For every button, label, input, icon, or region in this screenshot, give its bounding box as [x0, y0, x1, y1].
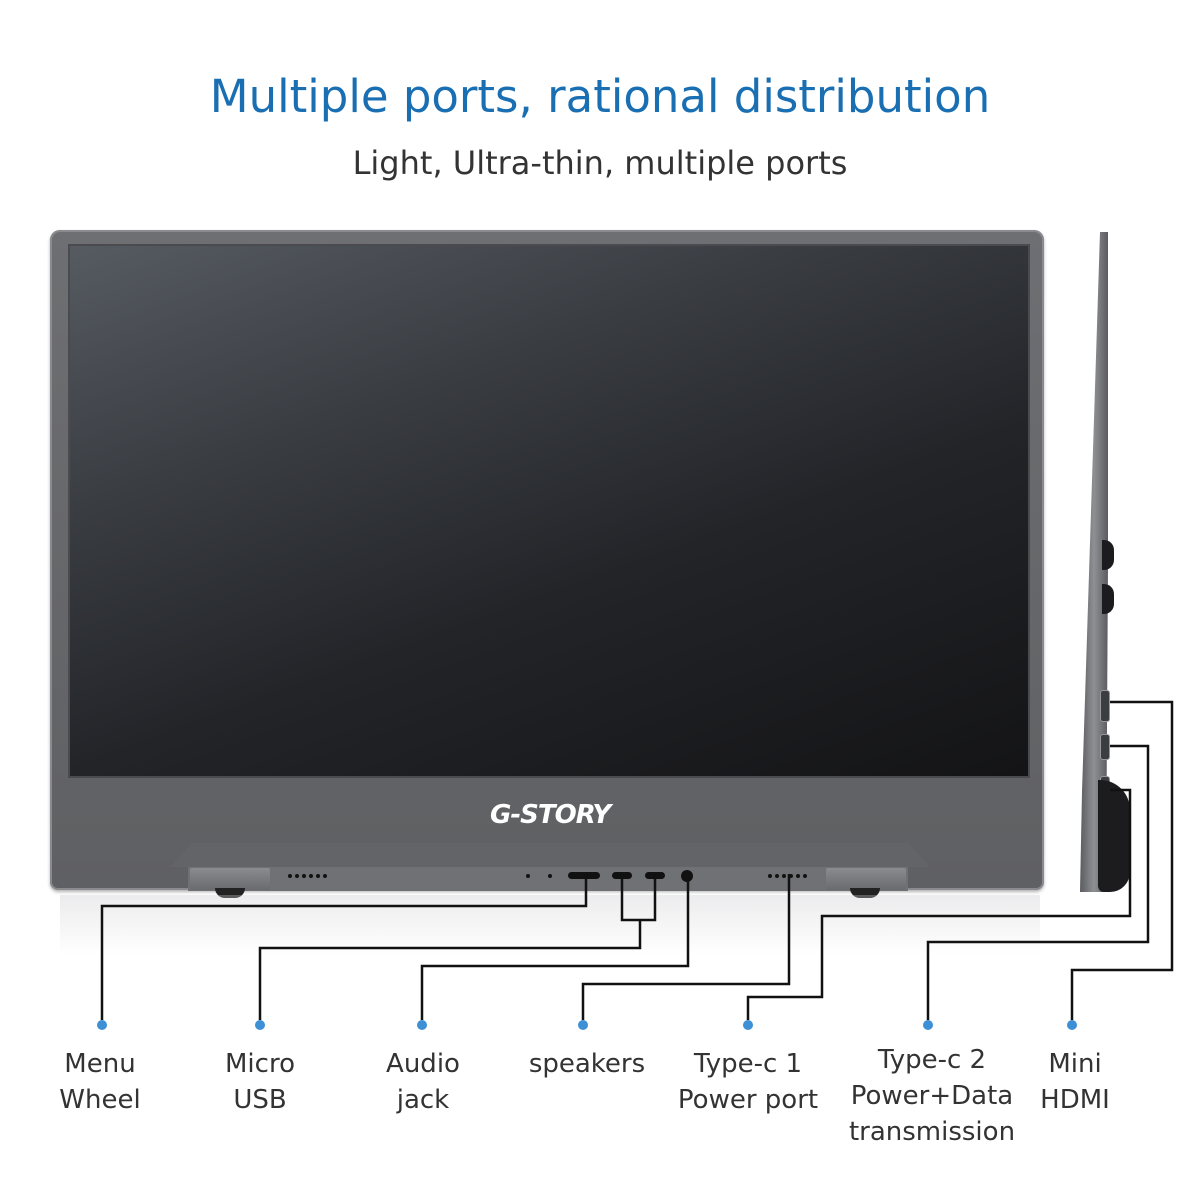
label-line: Audio	[386, 1049, 460, 1079]
indicator-light-icon	[526, 874, 530, 878]
callout-dot	[578, 1020, 588, 1030]
callout-dot	[743, 1020, 753, 1030]
label-line: Type-c 1	[693, 1049, 803, 1079]
right-speaker-grill-icon	[768, 874, 807, 880]
side-knob-icon	[1102, 584, 1114, 614]
callout-dot	[1067, 1020, 1077, 1030]
left-foot	[190, 868, 270, 890]
monitor-side-view	[1080, 232, 1130, 894]
label-line: transmission	[848, 1117, 1016, 1147]
callout-label-mini-hdmi: Mini HDMI	[975, 1046, 1175, 1118]
brand-logo: G-STORY	[490, 800, 611, 830]
callout-dot	[97, 1020, 107, 1030]
page-subtitle: Light, Ultra-thin, multiple ports	[352, 144, 848, 182]
label-line: Mini	[1048, 1049, 1102, 1079]
right-foot-pad	[850, 888, 880, 898]
menu-wheel-port-icon	[568, 872, 600, 879]
label-line: HDMI	[1040, 1085, 1110, 1115]
callout-label-type-c-2: Type-c 2 Power+Data transmission	[832, 1042, 1032, 1150]
callout-dot	[923, 1020, 933, 1030]
label-line: USB	[233, 1085, 287, 1115]
type-c-2-port-icon	[1100, 734, 1110, 760]
side-knob-icon	[1102, 540, 1114, 570]
callout-dot	[255, 1020, 265, 1030]
callout-dot	[417, 1020, 427, 1030]
left-speaker-grill-icon	[288, 874, 327, 880]
monitor-screen	[68, 244, 1030, 778]
left-foot-pad	[215, 888, 245, 898]
callout-label-micro-usb: Micro USB	[160, 1046, 360, 1118]
side-kickstand	[1098, 780, 1130, 892]
label-line: jack	[396, 1085, 450, 1115]
callout-label-menu-wheel: Menu Wheel	[0, 1046, 200, 1118]
callout-label-type-c-1: Type-c 1 Power port	[648, 1046, 848, 1118]
label-line: Type-c 2	[877, 1045, 987, 1075]
label-line: Menu	[64, 1049, 136, 1079]
label-line: Micro	[225, 1049, 295, 1079]
page-title: Multiple ports, rational distribution	[209, 70, 991, 123]
indicator-light-icon	[548, 874, 552, 878]
mini-hdmi-port-icon	[1100, 690, 1110, 722]
right-foot	[826, 868, 906, 890]
audio-jack-port-icon	[681, 870, 693, 882]
label-line: speakers	[528, 1049, 646, 1079]
label-line: Wheel	[59, 1085, 141, 1115]
label-line: Power+Data	[850, 1081, 1014, 1111]
label-line: Power port	[677, 1085, 819, 1115]
callout-label-audio-jack: Audio jack	[323, 1046, 523, 1118]
monitor-front-view: G-STORY	[50, 230, 1044, 898]
callout-label-speakers: speakers	[487, 1046, 687, 1082]
